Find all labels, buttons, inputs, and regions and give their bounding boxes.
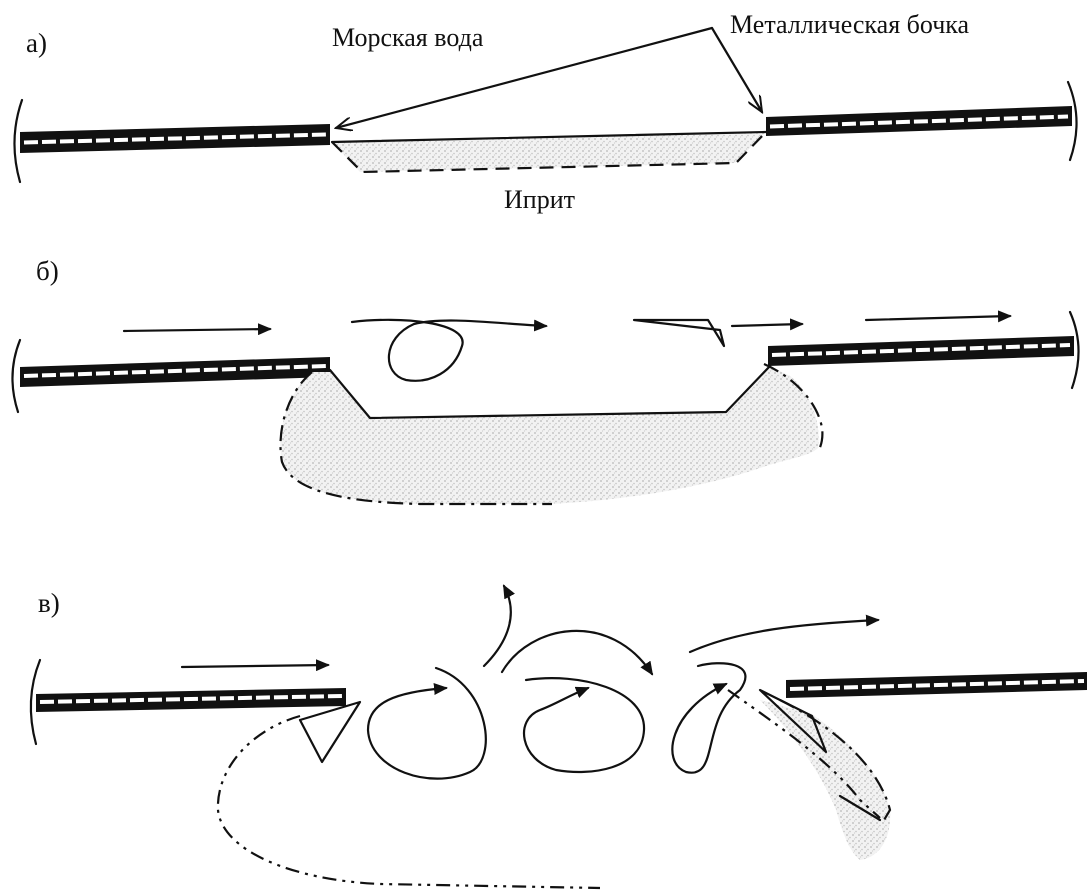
sea-water-label: Морская вода: [332, 23, 484, 52]
panel-v-label: в): [38, 588, 60, 618]
barrel-plate-left: [36, 688, 346, 712]
left-wall-bracket: [12, 340, 20, 412]
barrel-plate-right: [768, 336, 1074, 366]
barrel-plate-left: [20, 357, 330, 387]
barrel-plate-right: [766, 106, 1072, 136]
fragment-shape: [634, 320, 724, 346]
cloud-boundary: [218, 716, 600, 888]
barrel-plate-left: [20, 124, 330, 153]
vortex-arrow: [524, 678, 644, 772]
mustard-gas-cloud: [280, 366, 818, 504]
mustard-gas-stream: [760, 700, 890, 860]
panel-a: а) Морская вода Металлическая бочка Ипри…: [14, 10, 1076, 214]
panel-b-label: б): [36, 256, 59, 286]
flow-arrow: [732, 324, 802, 326]
vortex-arrow: [368, 668, 486, 779]
flow-arrow: [866, 316, 1010, 320]
panel-a-label: а): [26, 28, 47, 58]
flow-arrow: [182, 665, 328, 667]
updraft-arrow: [484, 586, 511, 666]
barrel-plate-right: [786, 672, 1087, 698]
vortex-arrow: [672, 663, 745, 772]
flow-arrow: [690, 620, 878, 652]
flow-arrow: [124, 329, 270, 331]
vortex-arrow: [352, 320, 546, 381]
arch-arrow: [502, 631, 652, 674]
panel-v: в): [31, 586, 1087, 888]
panel-b: б): [12, 256, 1078, 504]
metal-barrel-label: Металлическая бочка: [730, 10, 970, 39]
fragment-shape: [300, 702, 360, 762]
mustard-gas-label: Иприт: [504, 185, 575, 214]
metal-barrel-pointer-arrow: [712, 28, 762, 112]
